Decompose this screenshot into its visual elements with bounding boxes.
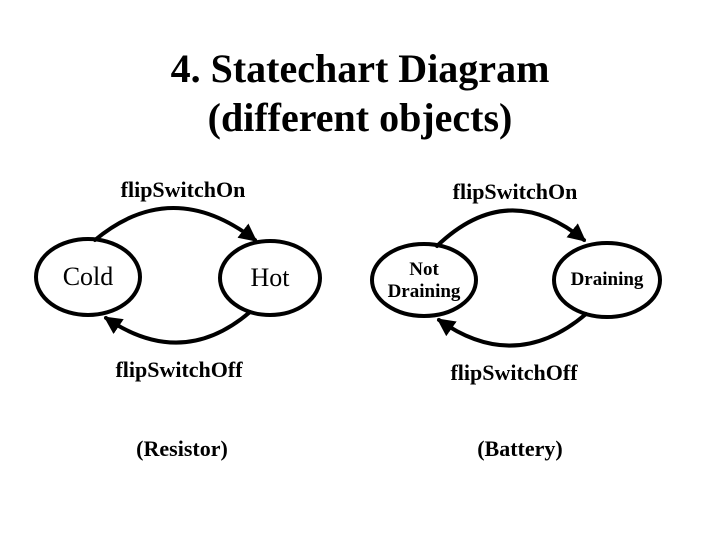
transition-label-off-left: flipSwitchOff xyxy=(115,357,243,382)
transition-arrow-off-left xyxy=(103,310,252,345)
object-caption-resistor: (Resistor) xyxy=(136,436,228,461)
transition-label-on-right: flipSwitchOn xyxy=(452,179,578,204)
state-label-not-draining-text: Not Draining xyxy=(387,258,461,302)
transition-label-off-right: flipSwitchOff xyxy=(450,360,578,385)
state-label-cold: Cold xyxy=(36,239,140,315)
state-ellipse-draining xyxy=(552,241,662,319)
state-label-cold-text: Cold xyxy=(62,262,114,292)
state-label-not-draining: Not Draining xyxy=(372,245,476,316)
state-label-hot-text: Hot xyxy=(250,263,290,293)
state-ellipse-hot xyxy=(218,239,322,317)
slide-title: 4. Statechart Diagram (different objects… xyxy=(0,44,720,142)
title-line2: (different objects) xyxy=(207,95,513,140)
transition-arrow-on-left xyxy=(93,206,258,242)
state-label-draining-text: Draining xyxy=(570,268,644,290)
transition-arrow-on-right xyxy=(435,208,587,248)
transition-label-on-left: flipSwitchOn xyxy=(120,177,246,202)
object-caption-battery: (Battery) xyxy=(477,436,563,461)
state-label-draining: Draining xyxy=(554,242,660,317)
state-label-hot: Hot xyxy=(220,241,320,315)
transition-arrow-off-right xyxy=(436,312,588,348)
state-ellipse-cold xyxy=(34,237,142,317)
state-ellipse-not-draining xyxy=(370,242,478,318)
title-line1: 4. Statechart Diagram xyxy=(170,46,550,91)
